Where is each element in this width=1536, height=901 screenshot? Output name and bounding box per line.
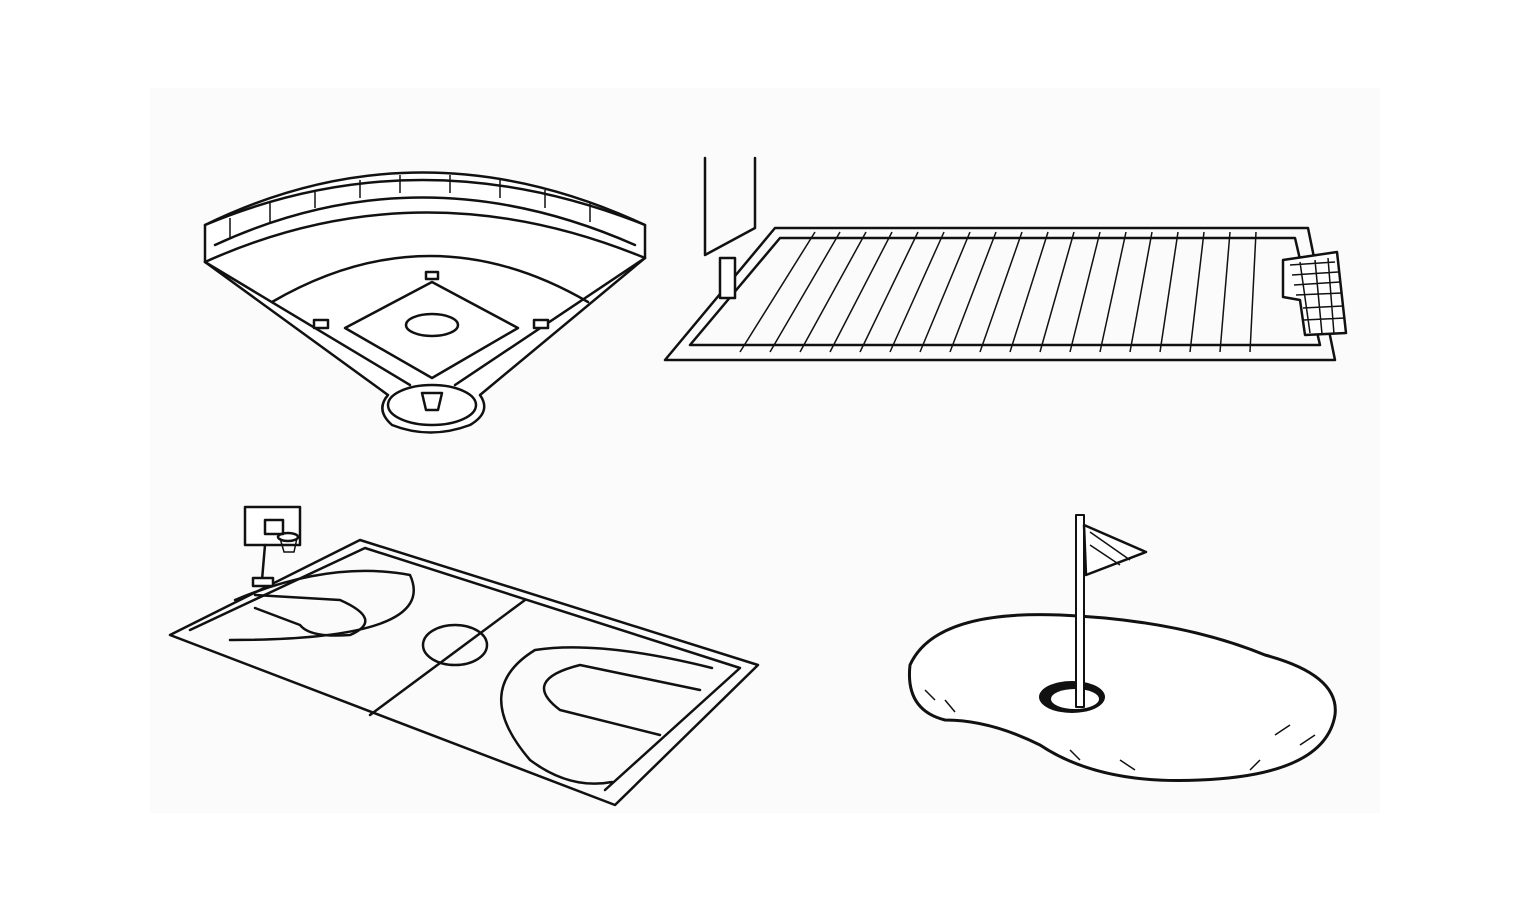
football-field	[663, 156, 1348, 362]
golf-green	[907, 514, 1337, 783]
baseball-field	[203, 171, 647, 434]
basketball-court	[168, 505, 760, 807]
